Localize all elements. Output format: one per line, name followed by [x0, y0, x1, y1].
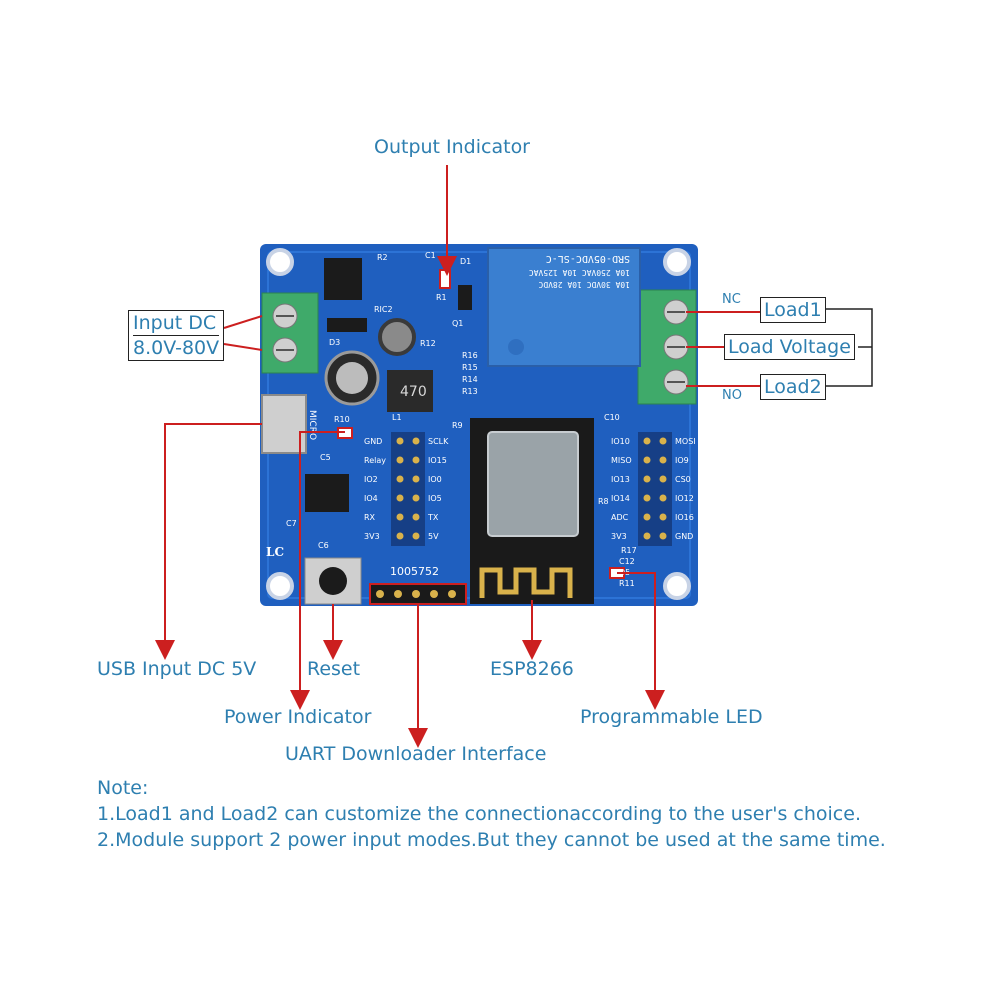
header-pin-label: IO12	[675, 494, 694, 503]
header-pin-label: IO0	[428, 475, 442, 484]
component-label: C7	[286, 519, 297, 528]
header-pin-label: 5V	[428, 532, 439, 541]
component-label: R8	[598, 497, 609, 506]
board-logo: LC	[266, 545, 284, 559]
component-label: Q1	[452, 319, 463, 328]
header-pin-label: CS0	[675, 475, 691, 484]
header-pin-label: IO10	[611, 437, 630, 446]
esp8266-module	[470, 418, 594, 604]
component-label: R10	[334, 415, 350, 424]
component-label: R15	[462, 363, 478, 372]
header-pin-label: IO15	[428, 456, 447, 465]
header-pin-label: 3V3	[611, 532, 627, 541]
component-label: D1	[460, 257, 471, 266]
header-pin-label: TX	[427, 513, 439, 522]
reset-button	[304, 557, 362, 605]
load1-label: Load1	[760, 297, 826, 323]
load-bracket	[826, 308, 873, 387]
component-label: C12	[619, 557, 635, 566]
serial-number: 1005752	[390, 565, 439, 578]
header-pin-label: IO9	[675, 456, 689, 465]
notes-section: Note: 1.Load1 and Load2 can customize th…	[97, 775, 886, 853]
component-label: C6	[318, 541, 329, 550]
nc-label: NC	[722, 292, 741, 307]
load-voltage-label: Load Voltage	[724, 334, 855, 360]
inductor-label: 470	[400, 384, 427, 400]
component-label: C5	[320, 453, 331, 462]
note-line-1: 1.Load1 and Load2 can customize the conn…	[97, 803, 861, 825]
component-label: R1	[436, 293, 447, 302]
component-label: R14	[462, 375, 478, 384]
header-pin-label: Relay	[364, 456, 386, 465]
header-pin-label: SCLK	[428, 437, 449, 446]
input-terminal-block	[261, 292, 319, 374]
component-label: D3	[329, 338, 340, 347]
component-label: R12	[420, 339, 436, 348]
callout-arrows	[155, 165, 760, 748]
component-label: R11	[619, 579, 635, 588]
programmable-led-label: Programmable LED	[580, 706, 763, 728]
relay-text-3: 10A 30VDC 10A 28VDC	[538, 280, 630, 289]
usb-input-label: USB Input DC 5V	[97, 658, 257, 680]
component-label: L1	[392, 413, 402, 422]
header-pin-label: MISO	[611, 456, 632, 465]
uart-header	[369, 583, 467, 605]
component-label: C1	[425, 251, 436, 260]
esp8266-label: ESP8266	[490, 658, 574, 680]
relay-text-2: 10A 250VAC 10A 125VAC	[529, 268, 630, 277]
usb-silk-label: MICRO	[307, 410, 317, 440]
component-label: R16	[462, 351, 478, 360]
header-pin-label: IO14	[611, 494, 630, 503]
power-indicator-label: Power Indicator	[224, 706, 372, 728]
relay: SRD-05VDC-SL-C 10A 250VAC 10A 125VAC 10A…	[487, 247, 641, 367]
reset-label: Reset	[307, 658, 361, 680]
header-pin-label: ADC	[611, 513, 629, 522]
header-pin-label: MOSI	[675, 437, 696, 446]
uart-label: UART Downloader Interface	[285, 743, 547, 765]
header-pin-label: IO13	[611, 475, 630, 484]
input-dc-range: 8.0V-80V	[133, 335, 220, 359]
no-label: NO	[722, 388, 742, 403]
component-label: C10	[604, 413, 620, 422]
header-pin-label: IO2	[364, 475, 378, 484]
header-pin-label: 3V3	[364, 532, 380, 541]
component-label: R2	[377, 253, 388, 262]
component-label: C2	[440, 257, 451, 266]
component-label: R9	[452, 421, 463, 430]
header-pin-label: RX	[364, 513, 376, 522]
header-pin-label: IO5	[428, 494, 442, 503]
output-indicator-label: Output Indicator	[374, 136, 530, 158]
note-line-2: 2.Module support 2 power input modes.But…	[97, 829, 886, 851]
micro-usb-port: MICRO	[261, 394, 317, 454]
notes-title: Note:	[97, 777, 149, 799]
load2-label: Load2	[760, 374, 826, 400]
input-dc-box: Input DC 8.0V-80V	[128, 310, 225, 361]
component-label: R13	[462, 387, 478, 396]
header-pin-label: GND	[364, 437, 382, 446]
relay-text-1: SRD-05VDC-SL-C	[546, 253, 630, 264]
header-pin-label: IO16	[675, 513, 694, 522]
mounting-holes	[266, 248, 691, 600]
component-label: R17	[621, 546, 637, 555]
header-pin-label: IO4	[364, 494, 378, 503]
input-dc-label: Input DC	[133, 312, 217, 334]
component-label: RIC2	[374, 305, 393, 314]
header-pin-label: GND	[675, 532, 693, 541]
